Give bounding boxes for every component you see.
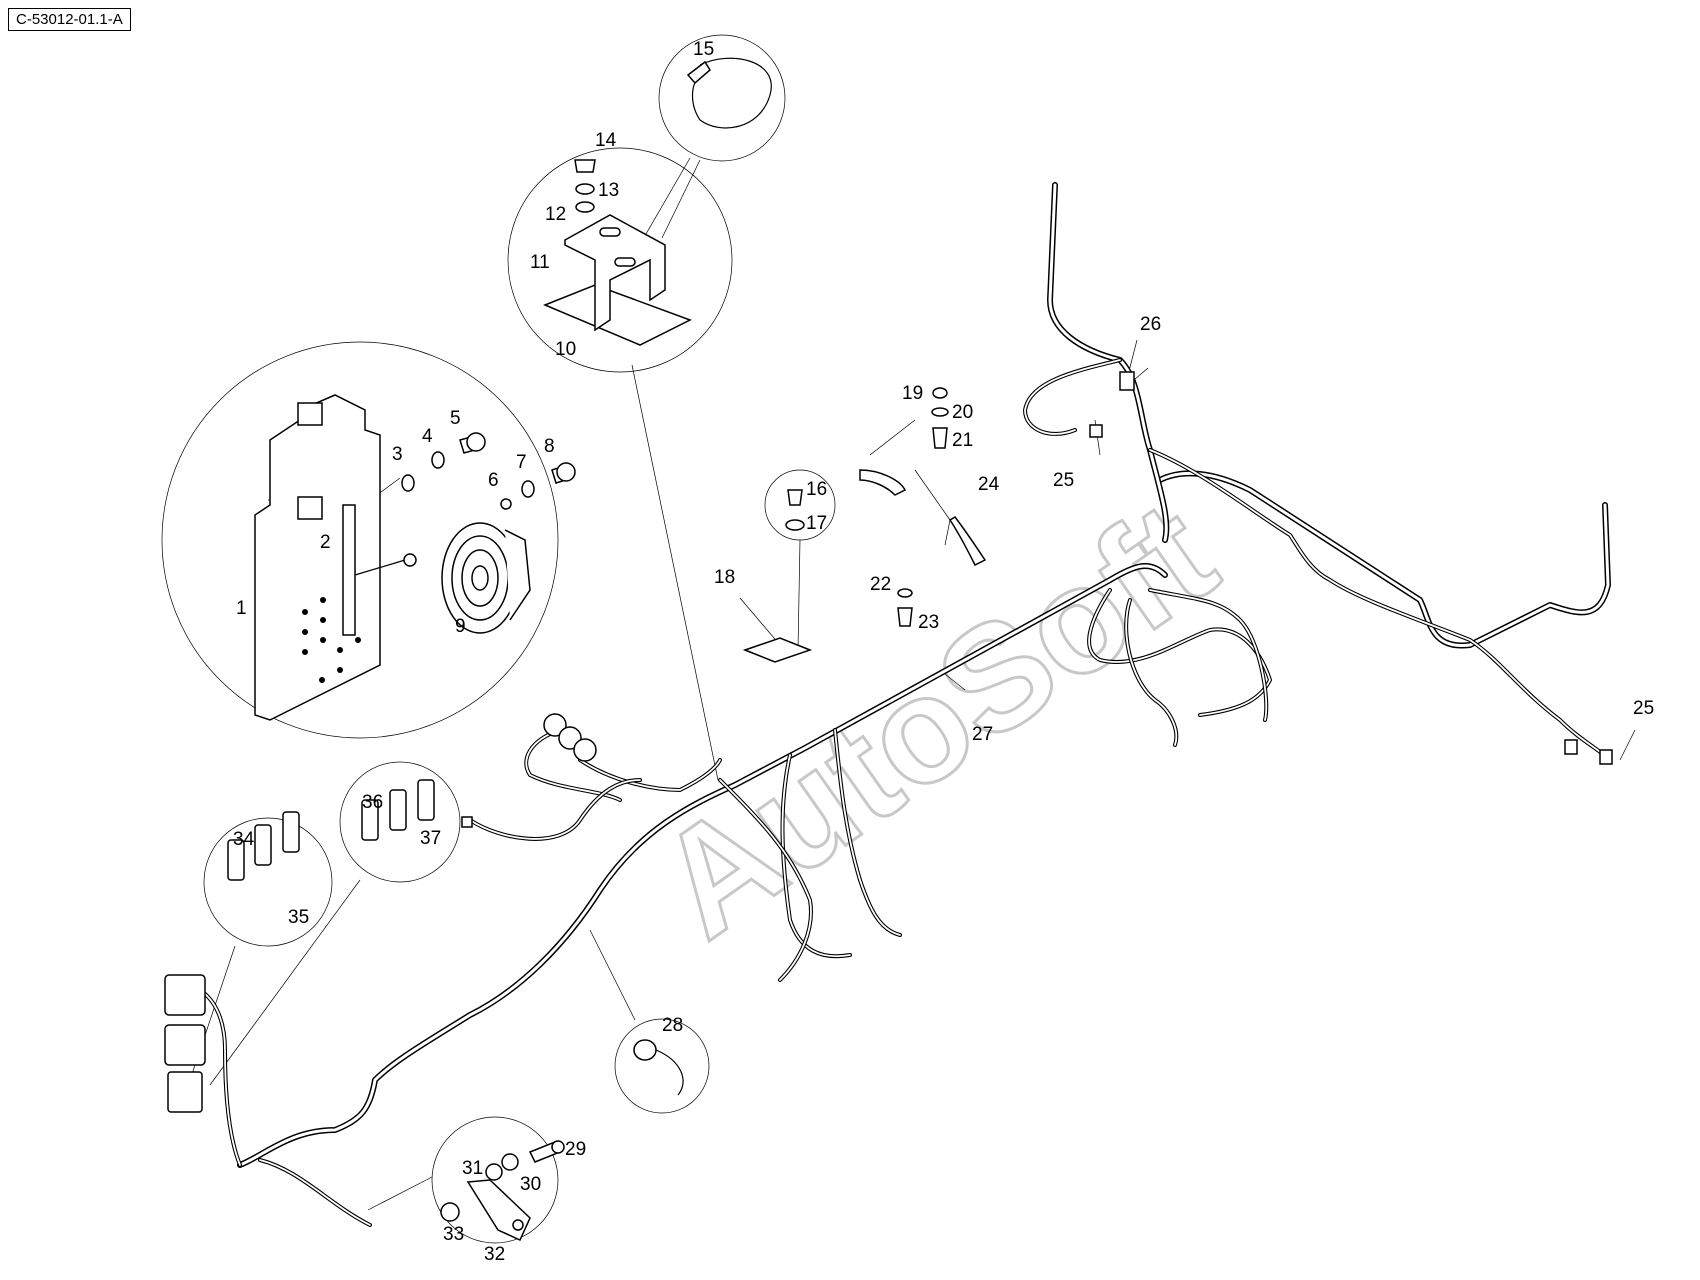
callout-32: 32 — [484, 1244, 505, 1265]
callout-13: 13 — [598, 180, 619, 201]
mounting-plate — [254, 394, 417, 721]
callout-18: 18 — [714, 567, 735, 588]
callout-19: 19 — [902, 383, 923, 404]
clamp-28 — [633, 1039, 684, 1096]
callout-10: 10 — [555, 339, 576, 360]
detail-circle-fuses-36-37 — [339, 761, 461, 883]
plate-holes — [302, 597, 361, 683]
fuses-36-37 — [361, 779, 435, 841]
detail-circle-mounting-plate — [161, 341, 559, 739]
callout-35: 35 — [288, 907, 309, 928]
connectors-right — [1089, 371, 1613, 765]
callout-12: 12 — [545, 204, 566, 225]
fasteners-22-23 — [897, 588, 913, 627]
callout-30: 30 — [520, 1174, 541, 1195]
callout-29: 29 — [565, 1139, 586, 1160]
callout-7: 7 — [516, 452, 527, 473]
fasteners-19-21 — [931, 387, 949, 449]
callout-1: 1 — [236, 598, 247, 619]
detail-circle-bracket — [507, 147, 733, 373]
callout-4: 4 — [422, 426, 433, 447]
callout-labels: 1 2 3 4 5 6 7 8 9 10 11 12 13 14 15 16 1… — [233, 39, 1654, 1265]
clips-24 — [859, 469, 987, 567]
callout-9: 9 — [455, 616, 466, 637]
callout-2: 2 — [320, 532, 331, 553]
main-harness — [198, 182, 1612, 1227]
fasteners-3-8 — [401, 432, 576, 510]
callout-28: 28 — [662, 1015, 683, 1036]
callout-3: 3 — [392, 444, 403, 465]
callout-36: 36 — [362, 792, 383, 813]
callout-25-right: 25 — [1633, 698, 1654, 719]
callout-37: 37 — [420, 828, 441, 849]
callout-8: 8 — [544, 436, 555, 457]
callout-27: 27 — [972, 724, 993, 745]
detail-circle-clamp-28 — [614, 1018, 710, 1114]
terminal-29-33 — [440, 1140, 565, 1241]
callout-22: 22 — [870, 574, 891, 595]
horn — [441, 522, 531, 634]
callout-20: 20 — [952, 402, 973, 423]
relay-boxes — [164, 974, 206, 1113]
bracket — [543, 159, 692, 346]
callout-15: 15 — [693, 39, 714, 60]
diagram-reference-code: C-53012-01.1-A — [8, 8, 131, 31]
watermark: AutoSoft — [628, 469, 1243, 970]
detail-circle-fuses-34-35 — [203, 817, 333, 947]
detail-circle-terminal-29-33 — [431, 1116, 559, 1244]
callout-31: 31 — [462, 1158, 483, 1179]
callout-24: 24 — [978, 474, 1000, 495]
callout-33: 33 — [443, 1224, 464, 1245]
screw-16-17 — [785, 489, 805, 531]
part-18-plate — [742, 637, 813, 663]
connectors-left — [461, 713, 597, 828]
callout-26: 26 — [1140, 314, 1161, 335]
callout-5: 5 — [450, 408, 461, 429]
callout-16: 16 — [806, 479, 827, 500]
fuses-34-35 — [227, 811, 300, 881]
cable-tie — [686, 57, 772, 129]
callout-23: 23 — [918, 612, 939, 633]
callout-21: 21 — [952, 430, 973, 451]
detail-circle-cable-tie — [658, 34, 786, 162]
callout-25-center: 25 — [1053, 470, 1074, 491]
callout-6: 6 — [488, 470, 499, 491]
callout-11: 11 — [530, 252, 550, 273]
callout-17: 17 — [806, 513, 827, 534]
callout-14: 14 — [595, 130, 617, 151]
callout-34: 34 — [233, 829, 255, 850]
